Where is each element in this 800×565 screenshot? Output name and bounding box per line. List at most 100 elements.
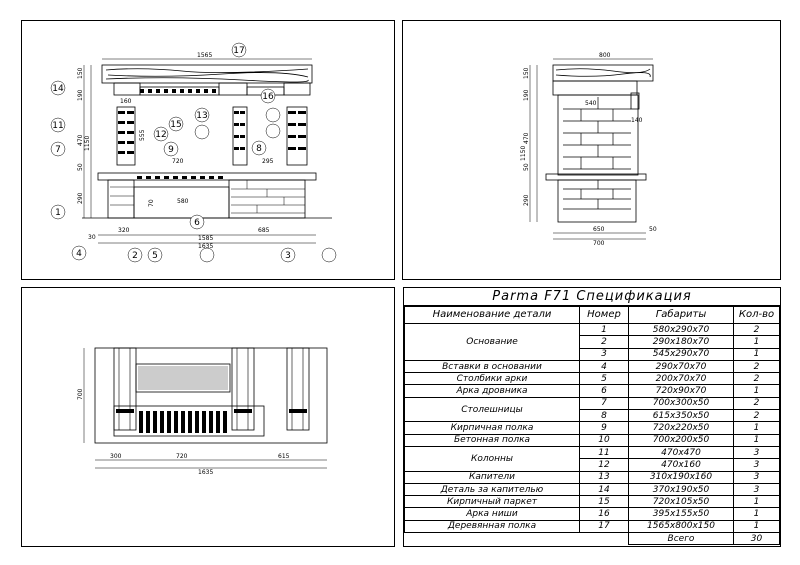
side-dim-50: 50	[523, 163, 530, 171]
part-quantity: 2	[733, 359, 780, 374]
part-name: Капители	[404, 470, 580, 484]
part-quantity: 3	[733, 445, 780, 460]
part-quantity: 1	[733, 495, 780, 509]
dim-320: 320	[118, 227, 130, 234]
part-number: 14	[579, 482, 629, 497]
side-dim-650: 650	[593, 226, 605, 233]
part-dimensions: 700x200x50	[628, 433, 734, 447]
part-number: 7	[579, 396, 629, 411]
part-number: 2	[579, 335, 629, 349]
part-quantity: 2	[733, 396, 780, 411]
dim-190: 190	[77, 89, 84, 101]
part-dimensions: 395x155x50	[628, 507, 734, 521]
dim-30: 30	[88, 234, 96, 241]
part-quantity: 2	[733, 372, 780, 386]
dim-160: 160	[120, 98, 132, 105]
dim-290: 290	[77, 192, 84, 204]
balloon-7: 7	[55, 145, 61, 155]
dim-1150: 1150	[84, 136, 91, 151]
part-number: 6	[579, 384, 629, 398]
part-quantity: 3	[733, 470, 780, 484]
specification-panel: Parma F71 Спецификация Наименование дета…	[403, 287, 781, 547]
side-dim-1150: 1150	[520, 146, 527, 161]
part-name: Арка дровника	[404, 384, 580, 398]
balloon-3: 3	[285, 251, 291, 261]
balloon-11: 11	[52, 121, 63, 131]
side-view-drawing: 800 540 140 650 700 50 150 190 470 1150 …	[520, 52, 657, 247]
side-dim-290: 290	[523, 194, 530, 206]
dim-470: 470	[77, 134, 84, 146]
side-dim-190: 190	[523, 89, 530, 101]
part-quantity: 1	[733, 519, 780, 534]
part-number: 10	[579, 433, 629, 447]
balloon-8: 8	[256, 144, 262, 154]
balloon-5: 5	[152, 251, 158, 261]
dim-150: 150	[77, 67, 84, 79]
part-name: Арка ниши	[404, 507, 580, 521]
part-quantity: 2	[733, 409, 780, 423]
side-dim-150: 150	[523, 67, 530, 79]
part-name: Основание	[404, 323, 580, 361]
front-view-drawing: 1565 160 555 720 580 295 320 1585 1635 6…	[50, 42, 337, 263]
dim-580: 580	[177, 198, 189, 205]
dim-1635: 1635	[198, 243, 213, 250]
front-view-sheet: 1565 160 555 720 580 295 320 1585 1635 6…	[21, 20, 395, 280]
part-number: 12	[579, 458, 629, 472]
part-name: Вставки в основании	[404, 359, 580, 374]
plan-dim-300: 300	[110, 453, 122, 460]
balloon-6: 6	[194, 218, 200, 228]
part-dimensions: 370x190x50	[628, 482, 734, 497]
balloon-14: 14	[52, 84, 64, 94]
part-name: Столбики арки	[404, 372, 580, 386]
part-number: 1	[579, 322, 629, 337]
part-quantity: 1	[733, 433, 780, 447]
plan-view-drawing: 300 720 615 1635 700	[77, 347, 328, 476]
part-dimensions: 470x470	[628, 445, 734, 460]
part-dimensions: 290x70x70	[628, 359, 734, 374]
part-dimensions: 545x290x70	[628, 347, 734, 361]
part-number: 5	[579, 372, 629, 386]
part-dimensions: 1565x800x150	[628, 519, 734, 534]
part-number: 3	[579, 347, 629, 361]
plan-dim-720: 720	[176, 453, 188, 460]
balloon-17: 17	[233, 46, 244, 56]
dim-685: 685	[258, 227, 270, 234]
part-number: 15	[579, 495, 629, 509]
dim-720: 720	[172, 158, 184, 165]
part-number: 16	[579, 507, 629, 521]
balloon-4: 4	[76, 249, 82, 259]
side-dim-540: 540	[585, 100, 597, 107]
part-dimensions: 200x70x70	[628, 372, 734, 386]
plan-dim-1635: 1635	[198, 469, 213, 476]
part-dimensions: 290x180x70	[628, 335, 734, 349]
total-label: Всего	[628, 532, 734, 546]
part-dimensions: 720x90x70	[628, 384, 734, 398]
part-number: 13	[579, 470, 629, 484]
part-name: Деталь за капителью	[404, 482, 580, 497]
part-dimensions: 700x300x50	[628, 396, 734, 411]
part-name: Кирпичная полка	[404, 421, 580, 435]
balloon-2: 2	[132, 251, 138, 261]
header-number: Номер	[579, 306, 629, 324]
balloon-13: 13	[196, 111, 207, 121]
part-quantity: 1	[733, 507, 780, 521]
side-dim-700: 700	[593, 240, 605, 247]
total-value: 30	[733, 532, 780, 546]
header-name: Наименование детали	[404, 306, 580, 324]
part-dimensions: 615x350x50	[628, 409, 734, 423]
header-dimensions: Габариты	[628, 306, 734, 324]
plan-view-sheet: 300 720 615 1635 700	[21, 287, 395, 547]
side-dim-140: 140	[631, 117, 643, 124]
part-name: Деревянная полка	[404, 519, 580, 534]
